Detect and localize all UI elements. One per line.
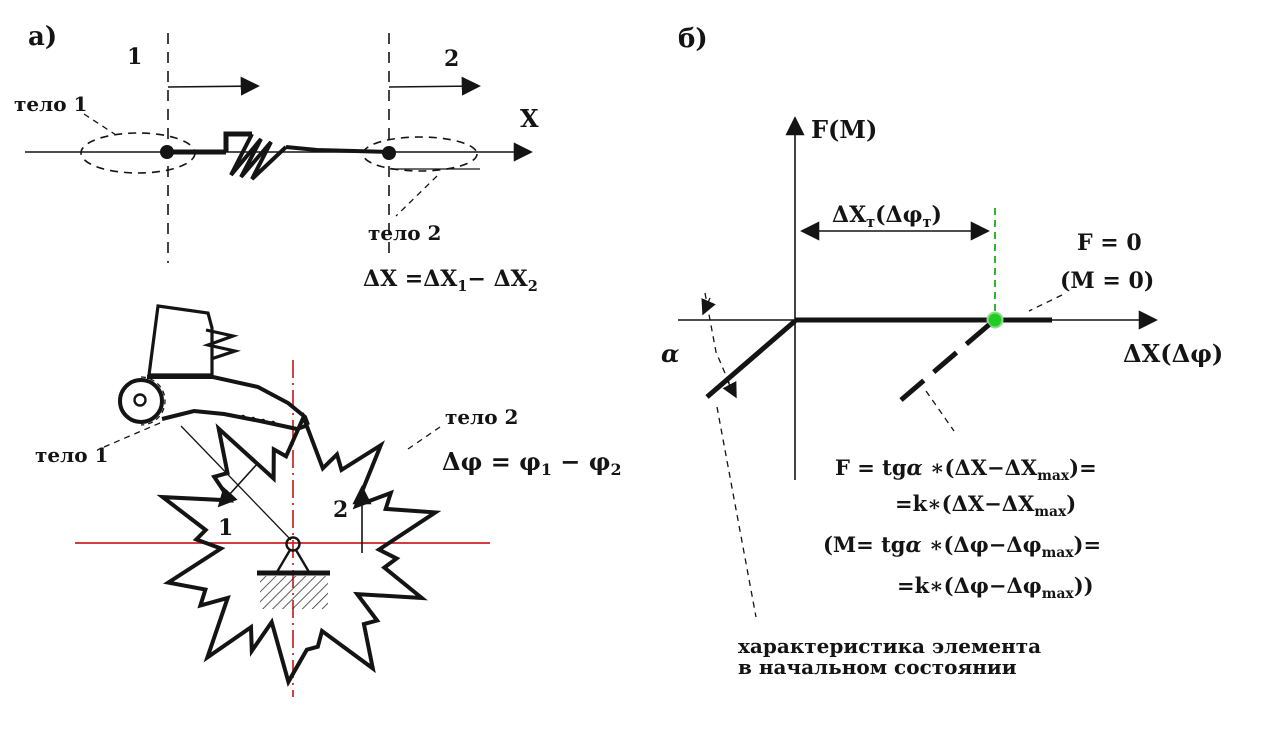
- rotation-2-label: 2: [333, 497, 348, 523]
- body2-attachment-dot: [382, 146, 396, 160]
- panel-a-label: а): [28, 22, 57, 52]
- dphi-formula: Δφ = φ1 − φ2: [442, 447, 621, 479]
- panel-b-graph: б) F(M) ΔX(Δφ) ΔXт(Δφт) F = 0 (M = 0) α: [661, 24, 1223, 679]
- alpha-label: α: [661, 339, 679, 368]
- arm-hub: [118, 378, 164, 424]
- characteristic-line: [705, 319, 797, 399]
- pivot-joint: [285, 536, 301, 552]
- equation-f-line1: F = tgα ∗(ΔX−ΔXmax)=: [835, 455, 1097, 484]
- panel-b-label: б): [678, 24, 708, 54]
- caption-line2: в начальном состоянии: [738, 655, 1017, 679]
- spring-zigzag: [229, 133, 288, 181]
- spring-block: [147, 304, 214, 377]
- equation-leader: [925, 390, 955, 432]
- characteristic-equations: F = tgα ∗(ΔX−ΔXmax)= =k∗(ΔX−ΔXmax) (M= t…: [823, 455, 1101, 602]
- arm-hub-hole: [133, 393, 147, 407]
- ratchet-wheel: [156, 411, 442, 687]
- rotation-arrow-1: [217, 462, 259, 508]
- mech-body1-label: тело 1: [35, 443, 108, 467]
- block-spring-zigzag: [202, 328, 241, 361]
- equation-m-line2: =k∗(Δφ−Δφmax)): [897, 573, 1094, 602]
- alpha-angle-arc: [704, 292, 734, 393]
- deadzone-dimension-label: ΔXт(Δφт): [832, 202, 942, 231]
- alpha-arrow-top: [701, 297, 716, 316]
- pivot-support-triangle: [275, 549, 311, 573]
- displacement-arrow-1: [167, 76, 260, 96]
- f-zero-label: F = 0: [1077, 230, 1142, 256]
- mech-body2-leader: [407, 426, 441, 450]
- lever-arm-body1: [118, 375, 310, 432]
- body1-label: тело 1: [14, 92, 87, 116]
- dx-formula: ΔX =ΔX1− ΔX2: [363, 266, 538, 295]
- equation-m-line1: (M= tgα ∗(Δφ−Δφmax)=: [823, 532, 1101, 561]
- equation-f-line2: =k∗(ΔX−ΔXmax): [895, 491, 1076, 520]
- yield-point-marker: [986, 311, 1004, 329]
- body2-leader: [395, 175, 438, 217]
- mech-body2-label: тело 2: [445, 405, 518, 429]
- caption-line1: характеристика элемента: [738, 634, 1041, 658]
- displacement-arrow-2: [388, 76, 481, 96]
- rotation-1-label: 1: [218, 515, 233, 541]
- arm-bottom-edge: [161, 408, 309, 432]
- alpha-arrow-bottom: [722, 379, 737, 399]
- spring-bracket: [223, 131, 252, 152]
- mech-body1-leader: [103, 422, 161, 448]
- graph-x-axis-label: ΔX(Δφ): [1123, 339, 1223, 368]
- radius-line-1: [180, 425, 292, 541]
- reference-2-label: 2: [444, 46, 459, 72]
- x-axis-label: X: [520, 104, 539, 133]
- panel-a-rotational: 1 2 тело 1 тело 2 Δφ = φ1 − φ2: [35, 304, 621, 697]
- spring-element: [167, 131, 390, 181]
- arm-dot: [250, 416, 256, 422]
- reference-1-label: 1: [127, 44, 142, 70]
- arm-dot: [260, 418, 266, 424]
- m-zero-leader: [1028, 294, 1063, 312]
- body2-ellipse: [362, 136, 478, 172]
- arm-dot: [270, 420, 276, 426]
- arm-hub-dashed-arc: [140, 376, 166, 426]
- body1-leader: [83, 113, 117, 136]
- arm-dot: [240, 414, 246, 420]
- graph-y-axis-label: F(M): [811, 115, 877, 144]
- panel-a-translational: а) 1 2 X тело 1 тело 2 ΔX =ΔX1−: [14, 22, 539, 295]
- ground-hatch: [260, 576, 328, 609]
- arm-top-edge: [147, 375, 310, 426]
- m-zero-label: (M = 0): [1060, 268, 1154, 294]
- caption-leader: [716, 406, 757, 618]
- shifted-characteristic-line: [899, 321, 993, 402]
- body2-label: тело 2: [368, 221, 441, 245]
- spring-rod-right: [285, 145, 390, 154]
